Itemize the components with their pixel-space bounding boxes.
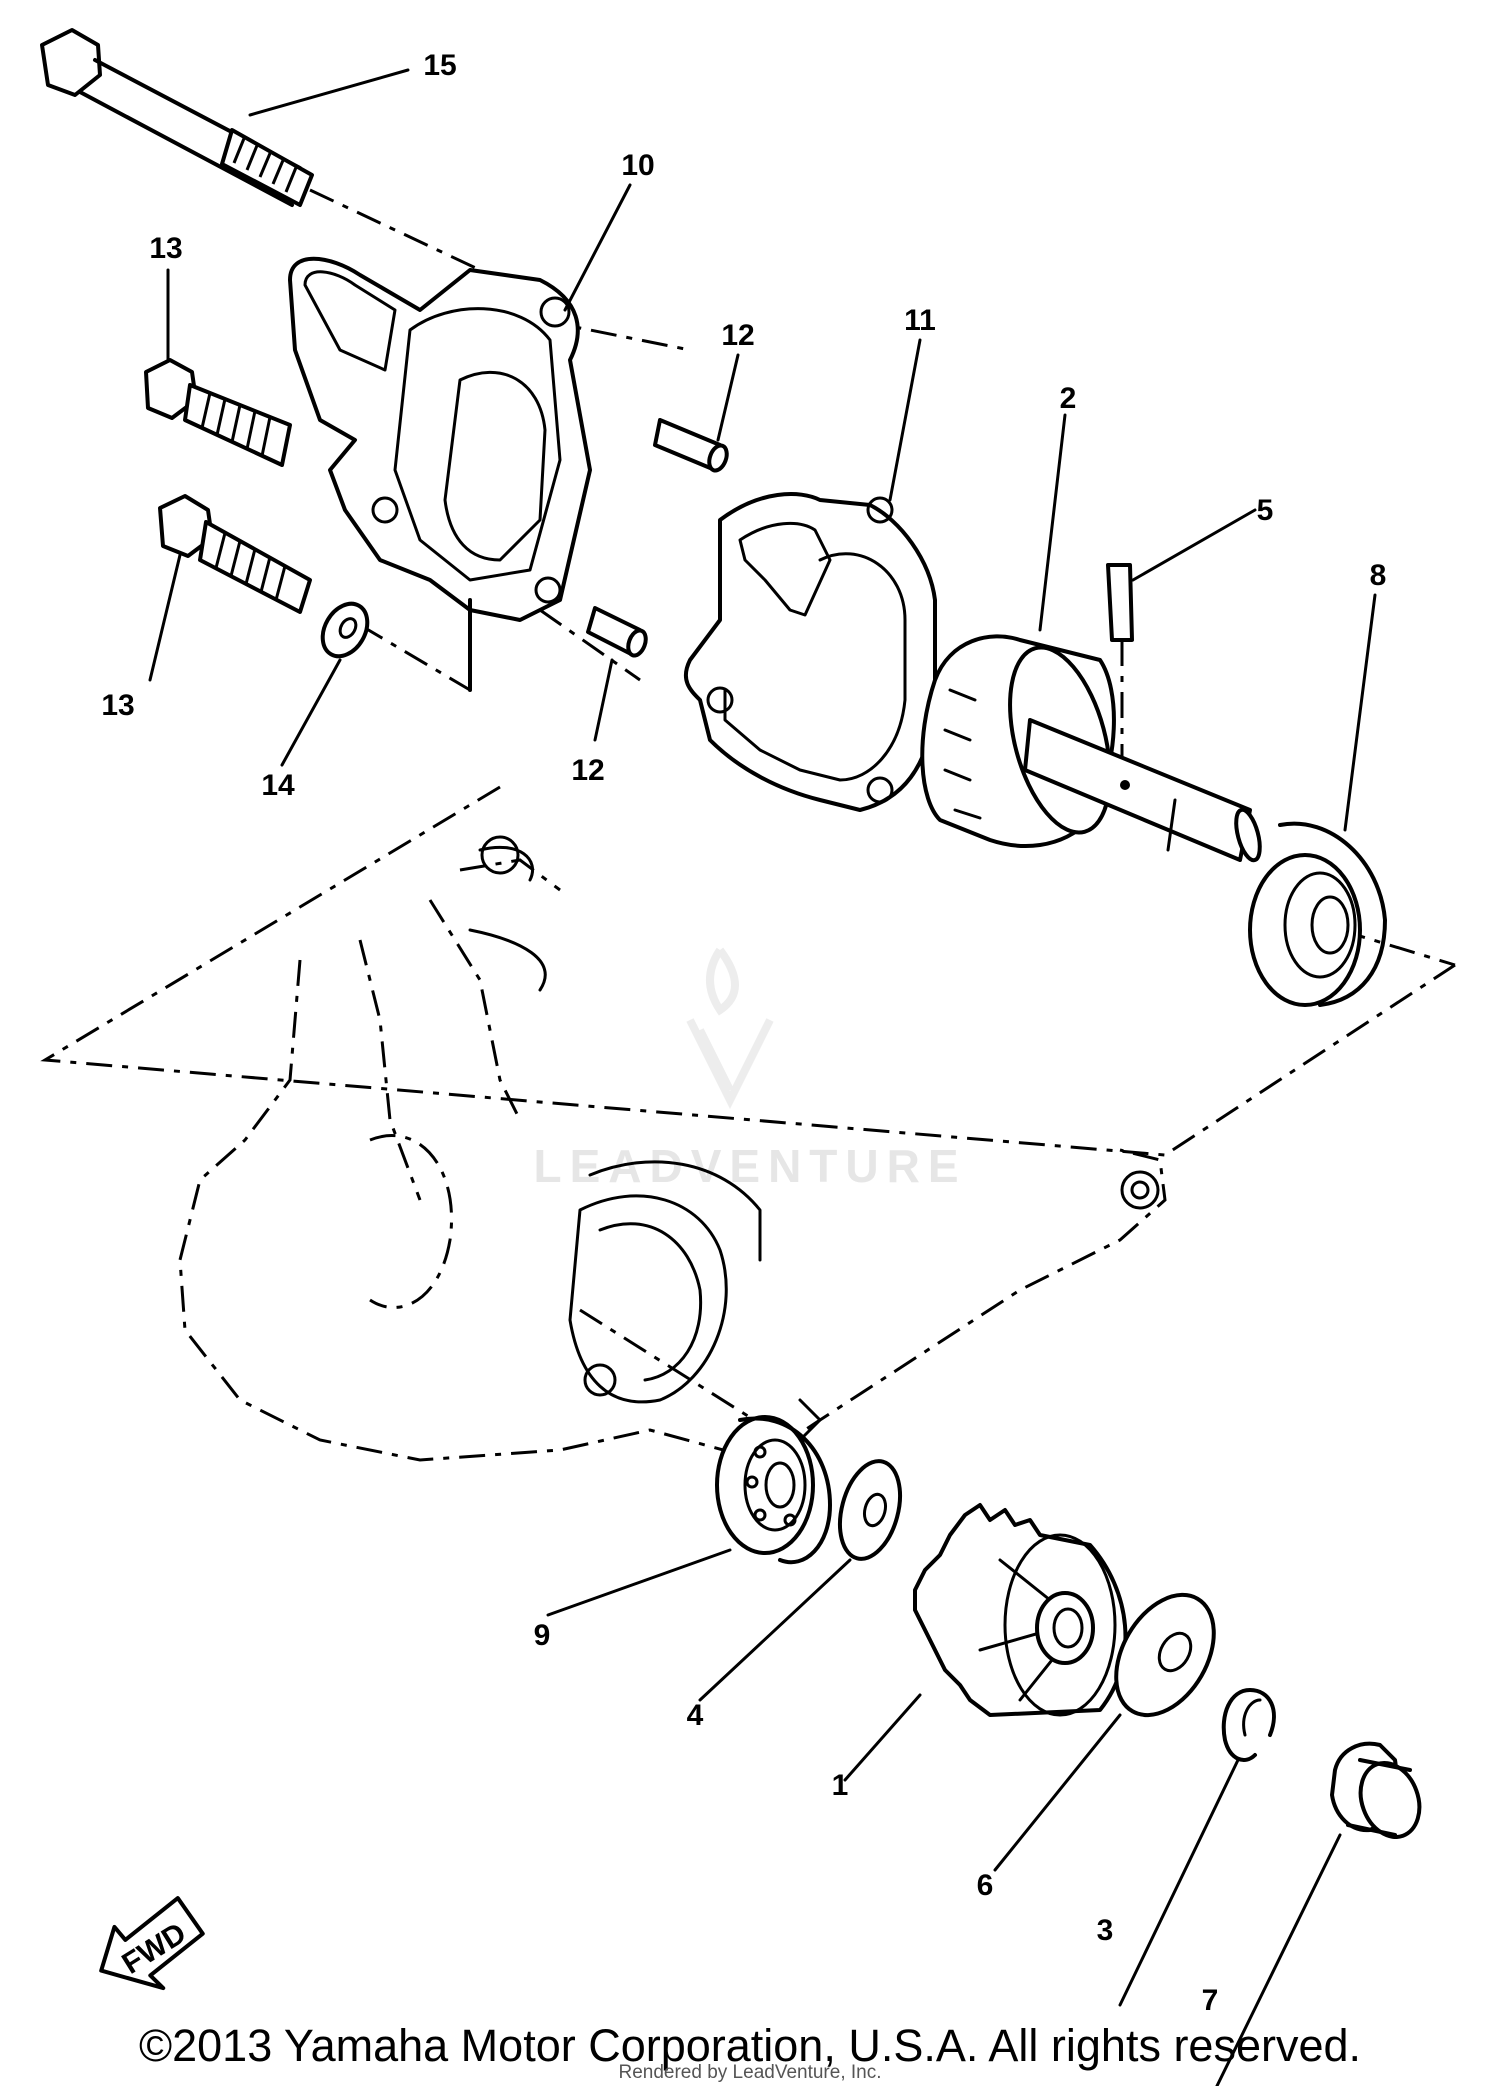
washer-part-6 — [1114, 1592, 1216, 1718]
crankcase-outline — [178, 835, 1167, 1462]
callout-7: 7 — [1202, 1984, 1219, 2017]
fwd-direction-arrow: FWD — [99, 1896, 205, 1991]
gear-part-1 — [913, 1503, 1128, 1717]
washer-part-4 — [838, 1459, 902, 1561]
callout-2: 2 — [1060, 382, 1077, 415]
oil-seal-part-8 — [1248, 821, 1387, 1007]
bolt-part-13-upper — [144, 358, 292, 467]
washer-part-14 — [320, 601, 370, 659]
callout-numbers: 15 10 13 12 11 2 5 8 13 14 12 9 4 1 6 3 … — [101, 49, 1386, 2017]
rendered-by-credit: Rendered by LeadVenture, Inc. — [618, 2062, 882, 2083]
callout-12-upper: 12 — [721, 319, 754, 352]
callout-14: 14 — [261, 769, 295, 802]
callout-5: 5 — [1257, 494, 1274, 527]
callout-15: 15 — [423, 49, 456, 82]
circlip-part-3 — [1221, 1688, 1276, 1762]
pin-part-5 — [1106, 563, 1134, 642]
watermark-text: LEADVENTURE — [533, 1140, 966, 1192]
dowel-pin-part-12-upper — [653, 418, 729, 473]
assembly-plane-outline — [40, 785, 1456, 1157]
impeller-shaft-part-2 — [920, 634, 1262, 863]
callout-6: 6 — [977, 1869, 994, 1902]
callout-11: 11 — [904, 304, 936, 337]
long-bolt-part-15 — [40, 28, 314, 207]
callout-13-lower: 13 — [101, 689, 134, 722]
callout-4: 4 — [687, 1699, 704, 1732]
collar-part-7 — [1330, 1741, 1422, 1839]
dowel-pin-part-12-lower — [586, 606, 648, 658]
callout-9: 9 — [534, 1619, 551, 1652]
bolt-part-13-lower — [158, 494, 312, 614]
leader-lines — [148, 68, 1377, 2086]
copyright-notice: ©2013 Yamaha Motor Corporation, U.S.A. A… — [138, 2020, 1362, 2071]
callout-8: 8 — [1370, 559, 1387, 592]
callout-3: 3 — [1097, 1914, 1114, 1947]
callout-13-upper: 13 — [149, 232, 182, 265]
watermark: LEADVENTURE — [533, 947, 966, 1192]
bearing-part-9 — [715, 1415, 832, 1565]
gasket-part-11 — [683, 492, 937, 812]
callout-12-lower: 12 — [571, 754, 604, 787]
callout-1: 1 — [832, 1769, 849, 1802]
callout-10: 10 — [621, 149, 654, 182]
